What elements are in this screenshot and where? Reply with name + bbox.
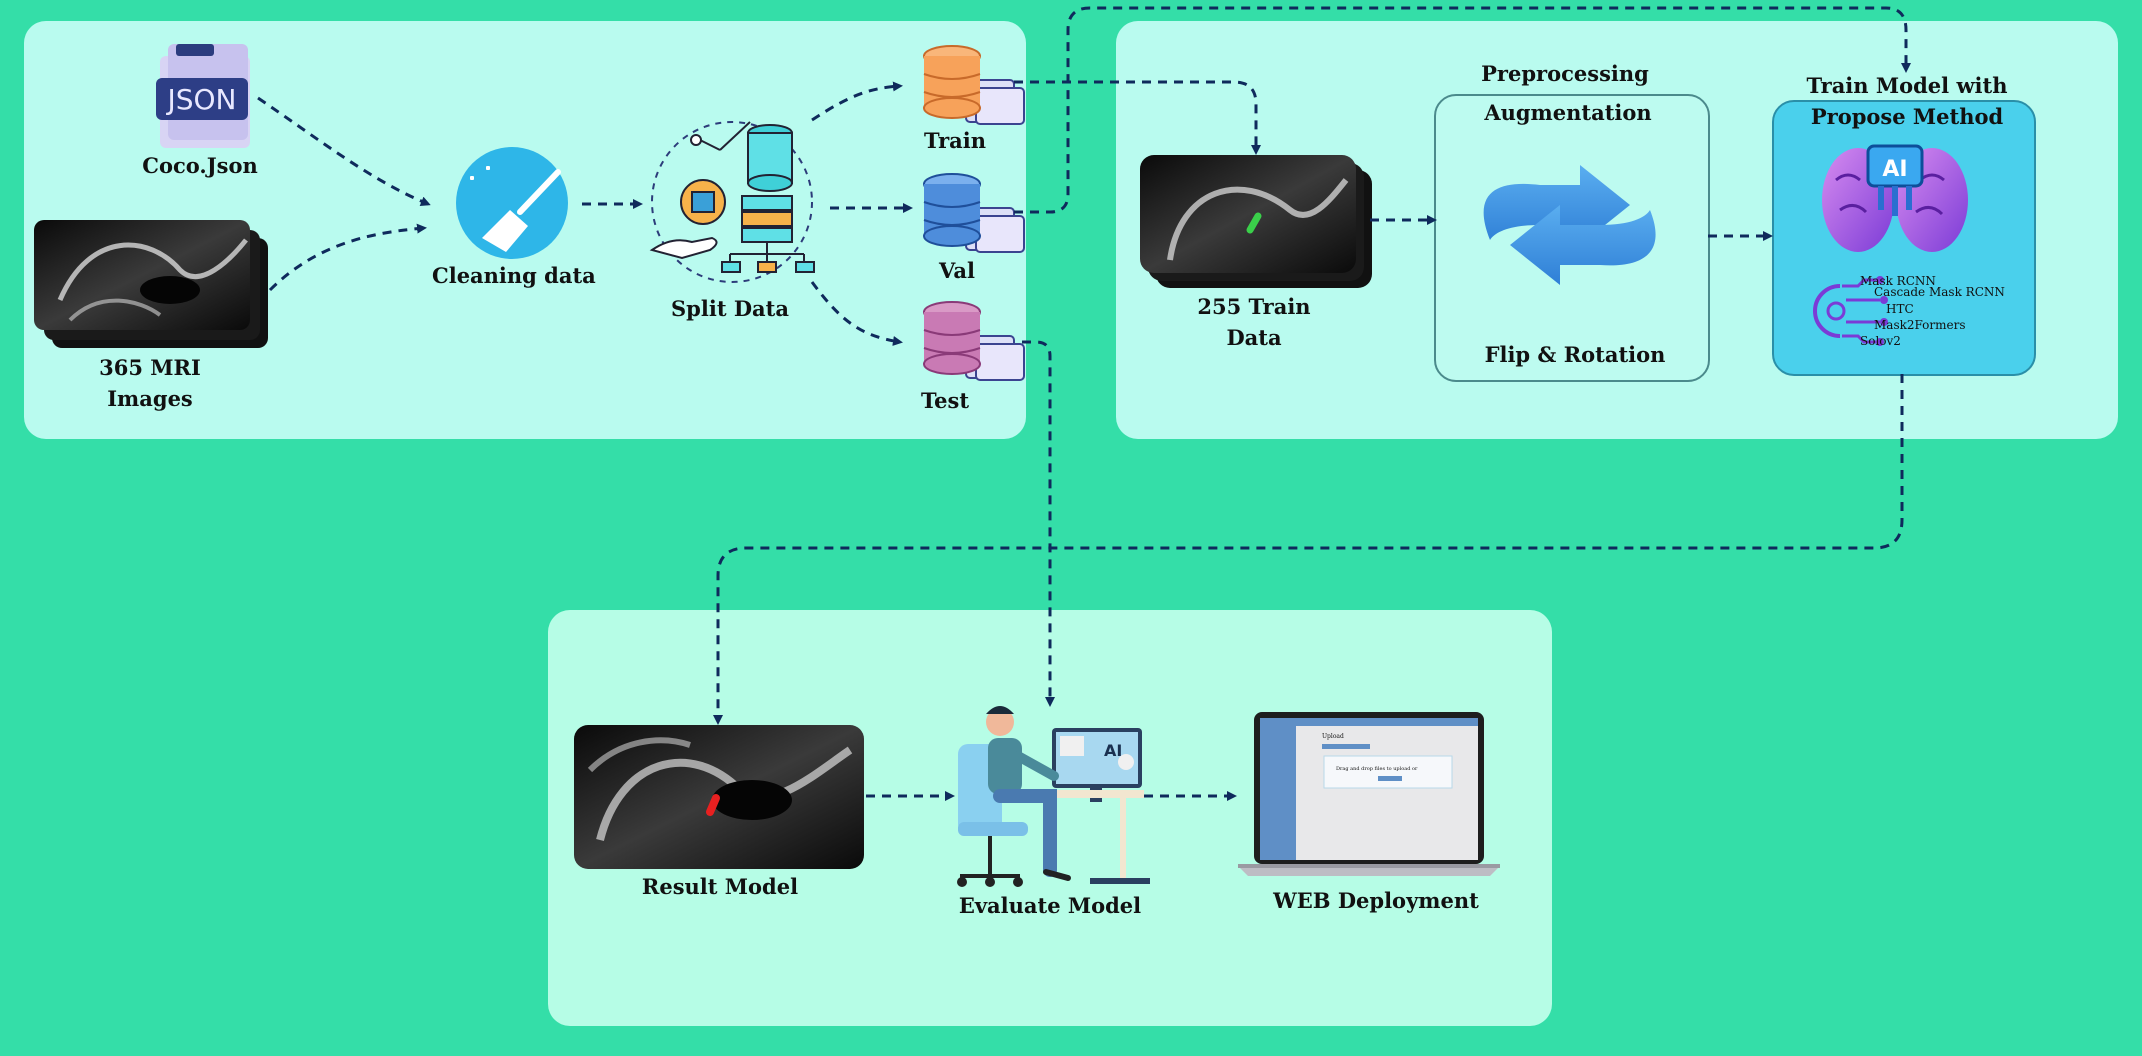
augmentation-label: Augmentation: [1484, 100, 1652, 125]
method-item: Mask RCNN: [1860, 274, 1936, 288]
train-data-label-line2: Data: [1226, 325, 1282, 350]
train-model-label-line2: Propose Method: [1810, 104, 2004, 129]
train-label: Train: [923, 128, 986, 153]
cleaning-data-label: Cleaning data: [432, 263, 596, 288]
val-label: Val: [939, 258, 975, 283]
web-deployment-label: WEB Deployment: [1273, 888, 1479, 913]
web-upload-title: Upload: [1322, 733, 1344, 740]
method-item: Solov2: [1860, 334, 1901, 348]
method-item: Mask2Formers: [1874, 318, 1966, 332]
train-data-label-line1: 255 Train: [1197, 294, 1311, 319]
mri-images-label-line1: 365 MRI: [99, 355, 201, 380]
split-data-label: Split Data: [671, 296, 789, 321]
flip-rotation-label: Flip & Rotation: [1484, 342, 1666, 367]
train-model-label-line1: Train Model with: [1806, 73, 2008, 98]
coco-json-label: Coco.Json: [142, 153, 258, 178]
test-label: Test: [920, 388, 970, 413]
evaluation-panel: [548, 610, 1552, 1026]
result-model-label: Result Model: [641, 874, 799, 899]
preprocessing-box: [1434, 94, 1710, 382]
preprocessing-label: Preprocessing: [1481, 61, 1649, 86]
mri-images-label-line2: Images: [107, 386, 193, 411]
evaluate-model-label: Evaluate Model: [958, 893, 1142, 918]
method-item: Cascade Mask RCNN: [1874, 285, 2005, 299]
method-item: HTC: [1886, 302, 1914, 316]
web-drop-text: Drag and drop files to upload or: [1336, 766, 1418, 772]
train-model-box: [1772, 100, 2036, 376]
